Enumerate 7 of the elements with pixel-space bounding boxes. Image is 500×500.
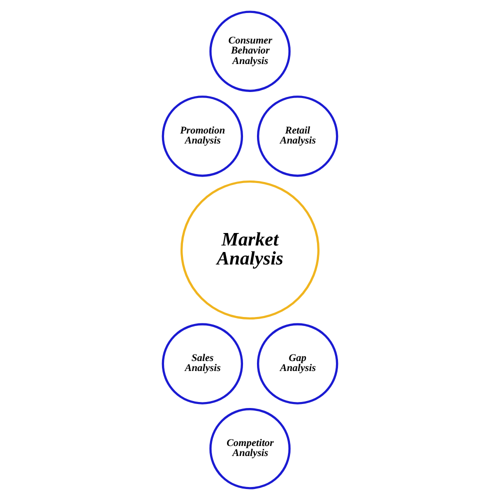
node-circle: Promotion Analysis xyxy=(162,96,244,177)
node-circle: Gap Analysis xyxy=(256,323,338,404)
node-circle: Sales Analysis xyxy=(162,323,244,404)
node-circle: Retail Analysis xyxy=(256,96,338,177)
node-circle: Market Analysis xyxy=(180,180,320,320)
node-circle: Consumer Behavior Analysis xyxy=(209,10,291,92)
node-circle: Competitor Analysis xyxy=(209,408,291,490)
